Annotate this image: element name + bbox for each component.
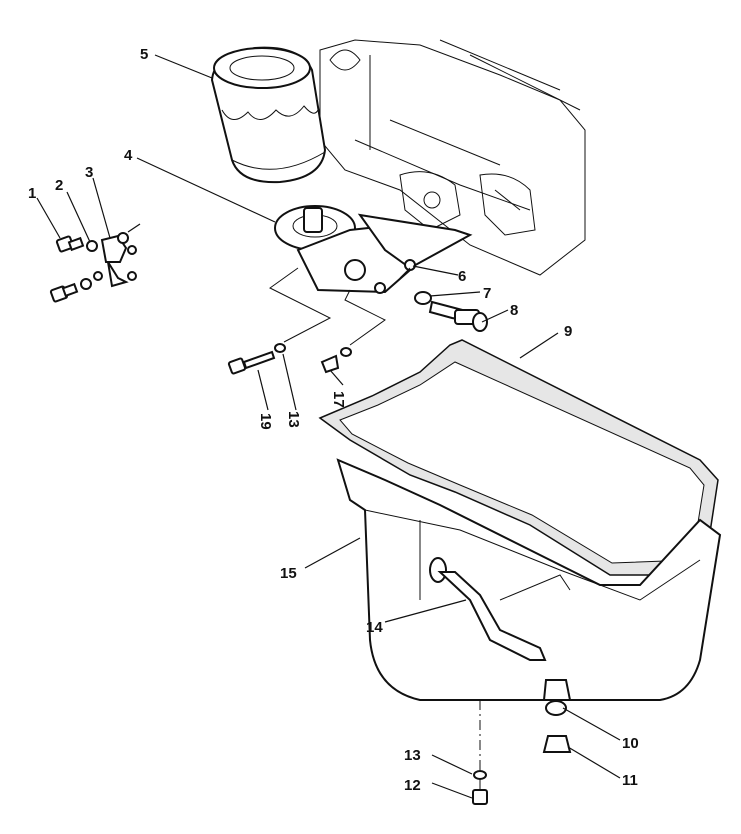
fitting-cluster — [49, 223, 141, 303]
drain-hardware — [472, 679, 572, 805]
callout-14: 14 — [366, 619, 383, 636]
bolts-and-washers — [227, 343, 352, 375]
callout-11: 11 — [622, 772, 638, 789]
callout-15: 15 — [280, 565, 297, 582]
callout-13-lower: 13 — [404, 747, 421, 764]
filter-adapter — [274, 205, 473, 294]
callout-8: 8 — [510, 302, 518, 319]
callout-1: 1 — [28, 185, 36, 202]
callout-6: 6 — [458, 268, 466, 285]
oil-filter — [210, 46, 327, 184]
o-ring-and-fitting — [414, 291, 488, 332]
callout-7: 7 — [483, 285, 491, 302]
callout-12: 12 — [404, 777, 421, 794]
callout-3: 3 — [85, 164, 93, 181]
callout-9: 9 — [564, 323, 572, 340]
callout-17: 17 — [330, 391, 347, 408]
callout-19: 19 — [257, 413, 274, 430]
oil-pan — [336, 458, 722, 701]
engine-block — [319, 39, 586, 276]
callout-2: 2 — [55, 177, 63, 194]
callout-5: 5 — [140, 46, 148, 63]
callout-4: 4 — [124, 147, 133, 164]
callout-10: 10 — [622, 735, 639, 752]
callout-13-upper: 13 — [285, 411, 302, 428]
leader-lines — [36, 54, 621, 799]
